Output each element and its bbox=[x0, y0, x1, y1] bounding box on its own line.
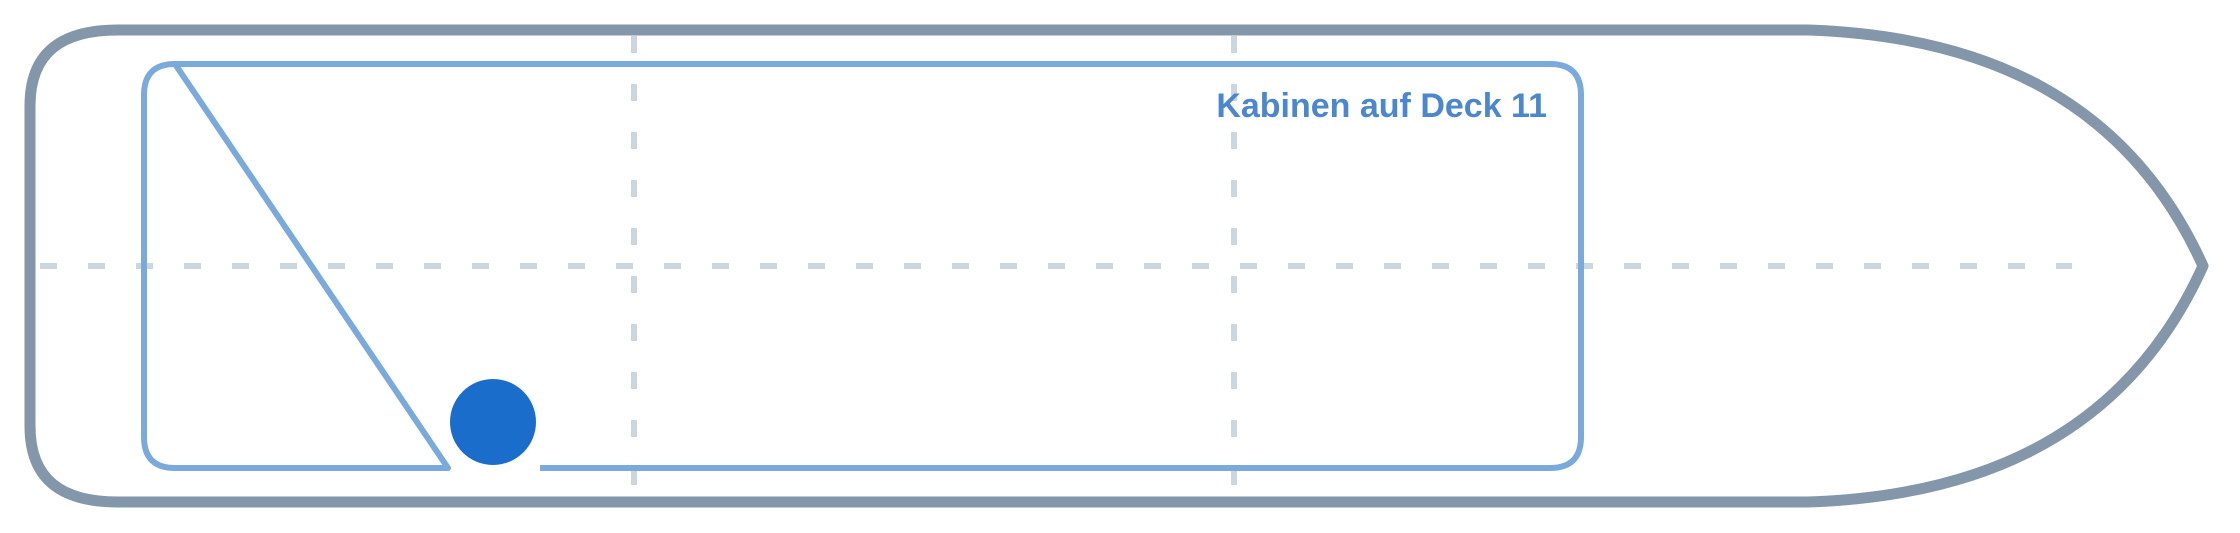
cabin-zone-outline[interactable] bbox=[141, 61, 1584, 471]
location-dot-icon[interactable] bbox=[450, 379, 536, 465]
location-marker[interactable] bbox=[441, 370, 545, 474]
deck-grid bbox=[40, 36, 2072, 498]
ship-hull-outline bbox=[24, 24, 2209, 508]
cabin-zone-label: Kabinen auf Deck 11 bbox=[1216, 87, 1547, 125]
